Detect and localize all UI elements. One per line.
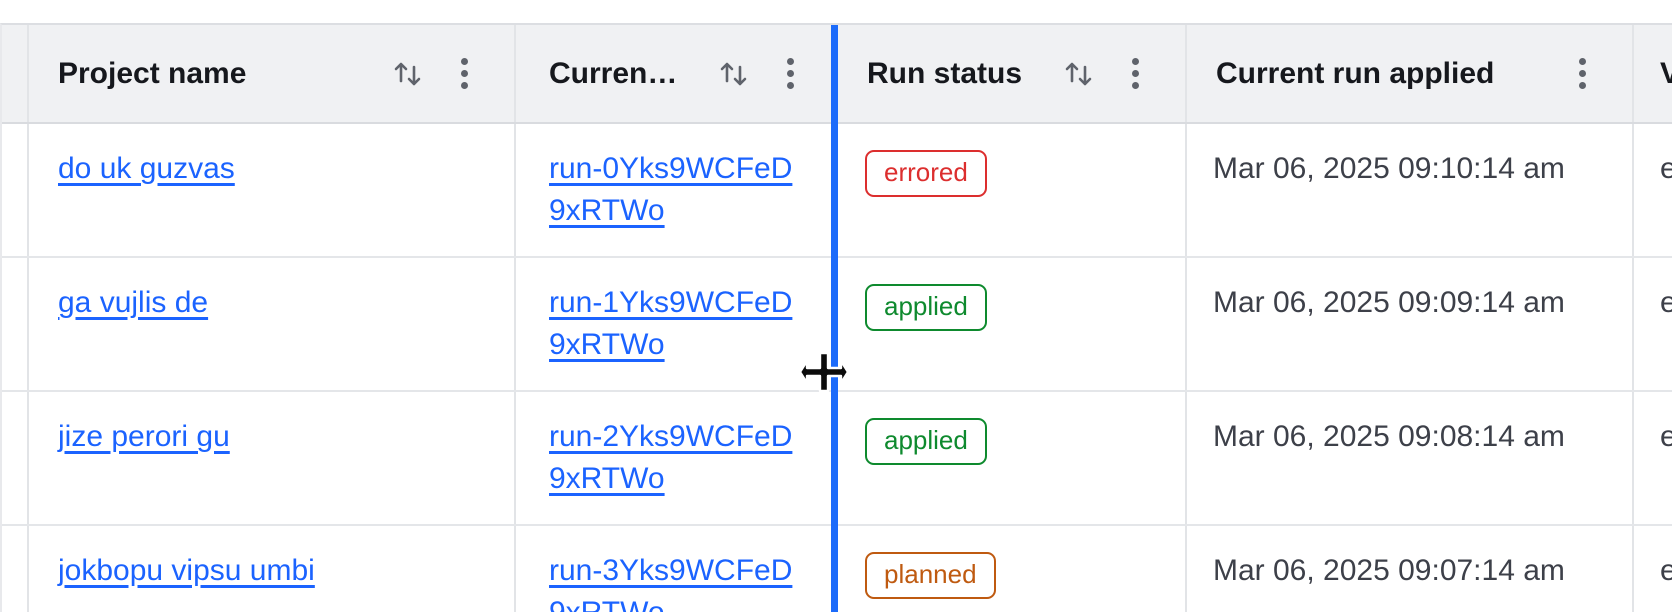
column-resize-handle[interactable] <box>831 25 838 612</box>
applied-timestamp: Mar 06, 2025 09:07:14 am <box>1213 554 1565 587</box>
next-column-partial-text: e <box>1660 152 1672 185</box>
column-title-current-run-applied: Current run applied <box>1216 56 1495 90</box>
more-options-icon[interactable] <box>787 58 794 89</box>
row-edge-cell <box>2 124 29 256</box>
next-column-partial-text: e <box>1660 554 1672 587</box>
run-status-cell: errored <box>840 124 1187 256</box>
next-column-cell: e <box>1634 392 1672 524</box>
project-name-cell: do uk guzvas <box>29 124 516 256</box>
run-status-cell: applied <box>840 258 1187 390</box>
run-status-cell: planned <box>840 526 1187 612</box>
run-status-badge: applied <box>865 418 987 465</box>
current-run-cell: run-3Yks9WCFeD9xRTWo <box>516 526 840 612</box>
next-column-partial-text: e <box>1660 286 1672 319</box>
next-column-cell: e <box>1634 258 1672 390</box>
next-column-partial-text: e <box>1660 420 1672 453</box>
project-link[interactable]: jokbopu vipsu umbi <box>58 554 315 587</box>
run-link[interactable]: run-0Yks9WCFeD9xRTWo <box>549 152 793 227</box>
more-options-icon[interactable] <box>1579 58 1586 89</box>
column-title-current-run: Curren… <box>549 56 678 90</box>
header-cell-project-name[interactable]: Project name <box>29 25 516 122</box>
sort-icon[interactable] <box>1064 58 1094 90</box>
applied-timestamp: Mar 06, 2025 09:09:14 am <box>1213 286 1565 319</box>
current-run-cell: run-2Yks9WCFeD9xRTWo <box>516 392 840 524</box>
more-options-icon[interactable] <box>461 58 468 89</box>
applied-timestamp: Mar 06, 2025 09:08:14 am <box>1213 420 1565 453</box>
run-status-badge: applied <box>865 284 987 331</box>
run-status-badge: planned <box>865 552 996 599</box>
run-status-cell: applied <box>840 392 1187 524</box>
project-link[interactable]: jize perori gu <box>58 420 230 453</box>
current-run-applied-cell: Mar 06, 2025 09:10:14 am <box>1187 124 1634 256</box>
resize-cursor-icon <box>798 349 850 403</box>
project-name-cell: jokbopu vipsu umbi <box>29 526 516 612</box>
current-run-applied-cell: Mar 06, 2025 09:07:14 am <box>1187 526 1634 612</box>
run-link[interactable]: run-1Yks9WCFeD9xRTWo <box>549 286 793 361</box>
project-name-cell: ga vujlis de <box>29 258 516 390</box>
column-title-run-status: Run status <box>867 56 1023 90</box>
column-title-next-partial: V <box>1660 56 1672 90</box>
header-cell-run-status[interactable]: Run status <box>840 25 1187 122</box>
current-run-cell: run-1Yks9WCFeD9xRTWo <box>516 258 840 390</box>
run-link[interactable]: run-2Yks9WCFeD9xRTWo <box>549 420 793 495</box>
more-options-icon[interactable] <box>1132 58 1139 89</box>
row-edge-cell <box>2 392 29 524</box>
header-cell-current-run[interactable]: Curren… <box>516 25 840 122</box>
row-edge-cell <box>2 258 29 390</box>
header-cell-next-column: V <box>1634 25 1672 122</box>
row-edge-cell <box>2 526 29 612</box>
header-cell-current-run-applied[interactable]: Current run applied <box>1187 25 1634 122</box>
column-title-project-name: Project name <box>58 56 247 90</box>
next-column-cell: e <box>1634 124 1672 256</box>
run-link[interactable]: run-3Yks9WCFeD9xRTWo <box>549 554 793 612</box>
project-link[interactable]: do uk guzvas <box>58 152 235 185</box>
next-column-cell: e <box>1634 526 1672 612</box>
current-run-applied-cell: Mar 06, 2025 09:08:14 am <box>1187 392 1634 524</box>
run-status-badge: errored <box>865 150 987 197</box>
current-run-applied-cell: Mar 06, 2025 09:09:14 am <box>1187 258 1634 390</box>
header-cell-edge <box>2 25 29 122</box>
project-name-cell: jize perori gu <box>29 392 516 524</box>
project-link[interactable]: ga vujlis de <box>58 286 209 319</box>
sort-icon[interactable] <box>393 58 423 90</box>
sort-icon[interactable] <box>719 58 749 90</box>
applied-timestamp: Mar 06, 2025 09:10:14 am <box>1213 152 1565 185</box>
current-run-cell: run-0Yks9WCFeD9xRTWo <box>516 124 840 256</box>
